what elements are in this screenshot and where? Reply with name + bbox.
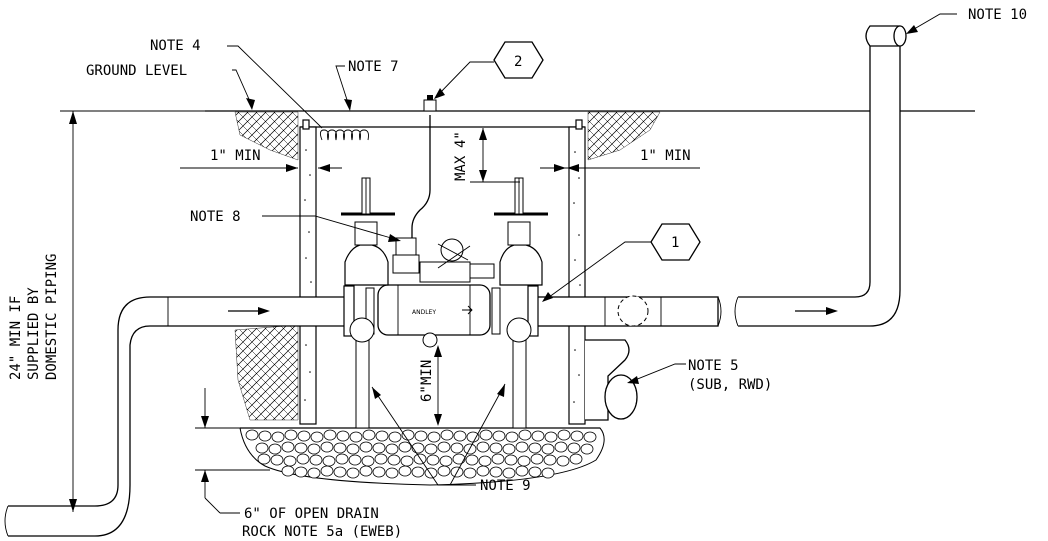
label-min1-left: 1" MIN — [210, 148, 261, 164]
leader-note7 — [335, 65, 351, 110]
dim-6min-arrow-bot — [434, 414, 442, 426]
label-note10: NOTE 10 — [968, 7, 1027, 23]
soil-hatch-right-top — [587, 111, 661, 161]
backflow-assembly: ANDLEY — [341, 95, 548, 429]
label-4-inch: 4" — [453, 131, 469, 148]
gravel-stones — [245, 429, 597, 479]
leader-note4 — [227, 45, 323, 129]
label-note9: NOTE 9 — [480, 478, 531, 494]
label-drain-1: 6" OF OPEN DRAIN — [244, 506, 379, 522]
label-callout-1: 1 — [671, 235, 679, 251]
gate-valve-left — [344, 244, 389, 286]
cleanout-cap-top — [893, 25, 907, 47]
leader-callout1 — [544, 241, 651, 301]
flow-arrowhead-right — [826, 307, 838, 315]
vault-wall-left — [299, 126, 317, 425]
leader-note9 — [371, 386, 476, 486]
soil-hatch-left-bottom — [234, 324, 299, 421]
label-min: MIN — [419, 360, 435, 385]
vault-lip-left — [302, 119, 310, 130]
dim-4max-arrow-top — [479, 128, 487, 140]
insulation-squiggle — [319, 129, 369, 141]
label-vertical-1: 24" MIN IF — [8, 296, 24, 380]
dim-4max-arrow-bot — [479, 170, 487, 182]
label-note4: NOTE 4 — [150, 38, 201, 54]
label-min1-right: 1" MIN — [640, 148, 691, 164]
pipe-end-r1 — [717, 296, 722, 327]
pipe-end-left — [4, 505, 9, 537]
label-vertical-3: DOMESTIC PIPING — [44, 254, 60, 380]
label-callout-2: 2 — [514, 54, 522, 70]
leader-note10 — [908, 13, 957, 33]
drain-pipe — [585, 339, 630, 421]
label-max: MAX — [453, 155, 469, 181]
flange-left — [343, 285, 355, 337]
label-note8: NOTE 8 — [190, 209, 241, 225]
label-vertical-2: SUPPLIED BY — [26, 287, 42, 380]
soil-hatch-left-top — [234, 111, 299, 161]
valve-brand-text: ANDLEY — [412, 309, 436, 316]
flow-arrowhead-left — [258, 307, 270, 315]
gate-valve-right — [499, 244, 543, 286]
leader-ground — [232, 69, 253, 107]
label-drain-2: ROCK NOTE 5a (EWEB) — [242, 524, 402, 540]
dim-6min-arrow-top — [434, 345, 442, 357]
leader-note5 — [629, 363, 686, 383]
flange-right — [527, 285, 539, 337]
pipe-end-r2 — [734, 296, 739, 327]
label-note5-sub: (SUB, RWD) — [688, 377, 772, 393]
support-right — [512, 335, 527, 429]
tee-branch-circle — [617, 295, 649, 327]
callout-hexagon-2 — [493, 41, 544, 79]
leader-note8 — [262, 215, 399, 241]
label-ground-level: GROUND LEVEL — [86, 63, 187, 79]
support-left — [355, 335, 370, 429]
label-note7: NOTE 7 — [348, 59, 399, 75]
test-line — [411, 115, 431, 238]
callout-hexagon-1 — [650, 223, 701, 261]
vault-lip-right — [575, 119, 583, 130]
label-note5: NOTE 5 — [688, 358, 739, 374]
drain-pipe-end — [604, 374, 638, 420]
vault-wall-right — [568, 126, 586, 425]
label-6-inch: 6" — [419, 385, 435, 402]
outlet-pipe-right-b — [738, 44, 901, 327]
wall-speckle — [304, 149, 581, 403]
leader-callout2 — [436, 61, 494, 97]
